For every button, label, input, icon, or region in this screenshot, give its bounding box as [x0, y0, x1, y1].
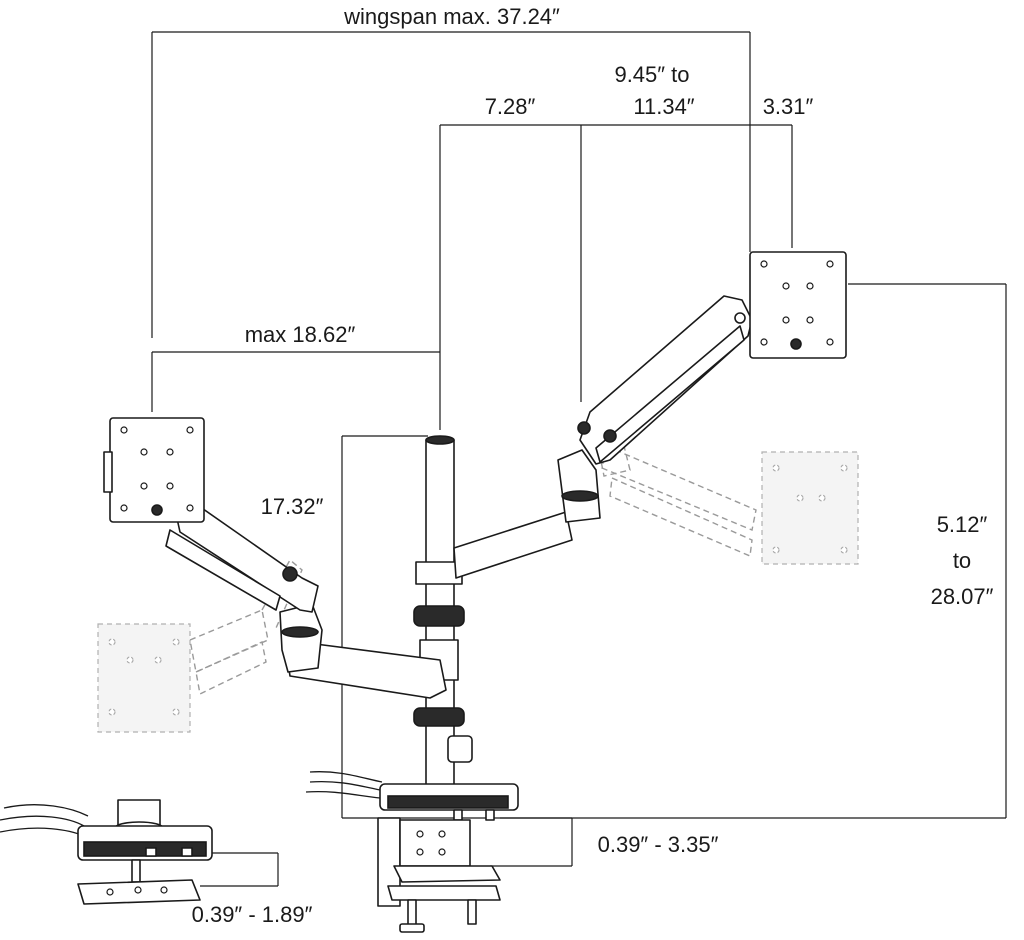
dimension-labels: wingspan max. 37.24″ 9.45″ to 11.34″ 7.2… — [192, 4, 994, 927]
monitor-plate-right — [749, 251, 847, 359]
label-arm-segment: 7.28″ — [485, 94, 536, 119]
clamp-base — [305, 771, 519, 933]
label-reach-max: 11.34″ — [633, 94, 694, 119]
center-pole — [413, 435, 473, 801]
upper-right-arm — [453, 295, 753, 579]
dimension-lines — [151, 31, 1007, 887]
left-lower-arm — [152, 503, 447, 699]
label-height-max: 28.07″ — [931, 584, 994, 609]
grommet-base — [0, 799, 213, 905]
label-clamp-range: 0.39″ - 3.35″ — [598, 832, 719, 857]
label-left-reach: max 18.62″ — [245, 322, 356, 347]
label-left-height: 17.32″ — [261, 494, 324, 519]
label-wingspan: wingspan max. 37.24″ — [343, 4, 560, 29]
label-reach-min: 9.45″ to — [614, 62, 689, 87]
label-grommet-range: 0.39″ - 1.89″ — [192, 902, 313, 927]
ghost-monitor-right — [595, 429, 859, 565]
label-height-min: 5.12″ — [937, 512, 988, 537]
monitor-plate-left — [103, 417, 205, 523]
label-height-to: to — [953, 548, 971, 573]
label-mount-depth: 3.31″ — [763, 94, 814, 119]
